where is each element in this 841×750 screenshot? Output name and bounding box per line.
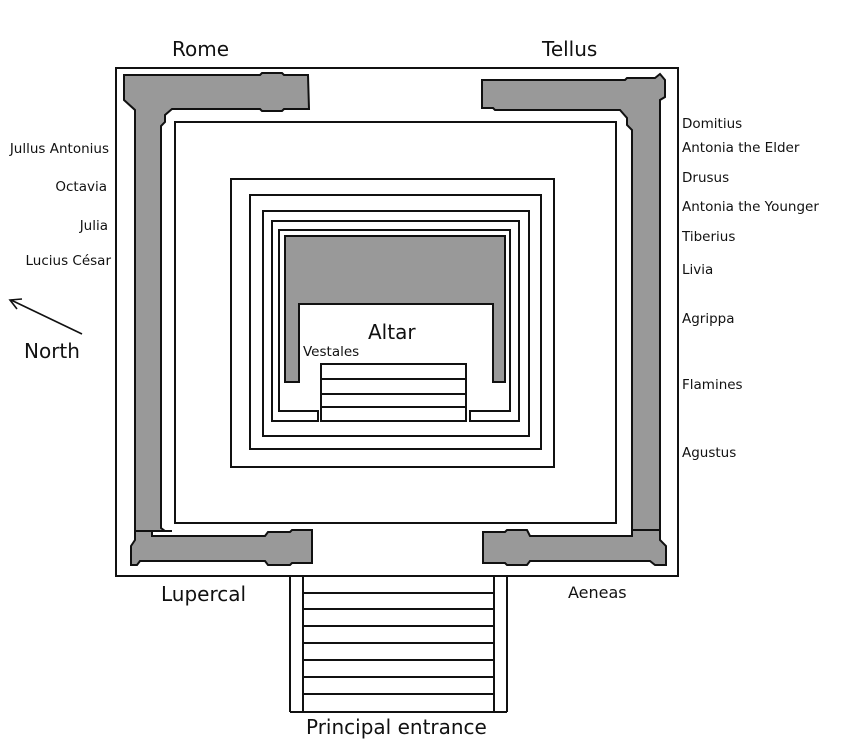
altar-enclosure: [271, 220, 520, 422]
right-figure-5: Livia: [682, 262, 714, 278]
label-aeneas: Aeneas: [568, 583, 627, 602]
left-figure-0: Jullus Antonius: [9, 141, 109, 157]
right-figure-1: Antonia the Elder: [682, 140, 800, 156]
inner-precinct: [174, 121, 617, 524]
altar-platform-3: [262, 210, 530, 437]
wall-bottom-left: [130, 529, 313, 566]
label-north: North: [24, 339, 80, 363]
label-altar: Altar: [368, 320, 416, 344]
right-figure-3: Antonia the Younger: [682, 199, 819, 215]
right-figure-8: Agustus: [682, 445, 737, 461]
altar-block: [284, 235, 506, 383]
entrance-stairs: [289, 577, 508, 713]
wall-bottom-right: [482, 529, 667, 566]
label-tellus: Tellus: [542, 37, 598, 61]
altar-platform-2: [249, 194, 542, 450]
label-vestales: Vestales: [303, 344, 360, 360]
altar-platform-1: [230, 178, 555, 468]
label-lupercal: Lupercal: [161, 582, 247, 606]
label-rome: Rome: [172, 37, 230, 61]
label-principal-entrance: Principal entrance: [306, 715, 487, 739]
right-figure-4: Tiberius: [682, 229, 736, 245]
right-figure-7: Flamines: [682, 377, 743, 393]
right-figure-6: Agrippa: [682, 311, 735, 327]
right-figure-2: Drusus: [682, 170, 730, 186]
right-figure-0: Domitius: [682, 116, 743, 132]
left-figure-3: Lucius César: [25, 253, 111, 269]
outer-boundary: [115, 67, 679, 577]
altar-steps: [320, 363, 467, 422]
left-figure-2: Julia: [79, 218, 108, 234]
left-figure-1: Octavia: [55, 179, 107, 195]
wall-top-left: [123, 72, 311, 532]
north-arrow-icon: [8, 298, 83, 335]
